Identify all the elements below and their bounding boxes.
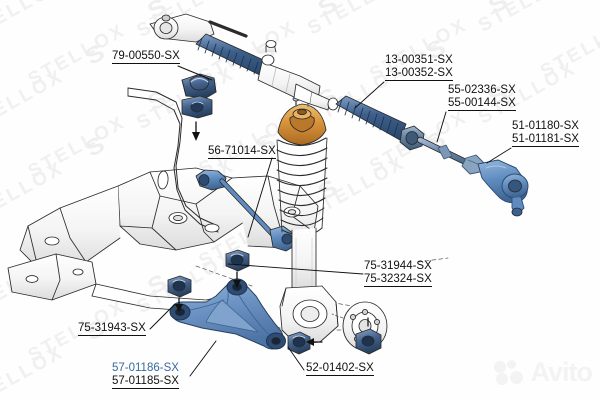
part-ball-joint bbox=[287, 317, 382, 355]
part-number-text: 51-01180-SX bbox=[512, 120, 579, 132]
part-number-text: 79-00550-SX bbox=[112, 50, 180, 64]
part-steering-rack bbox=[149, 13, 407, 141]
part-number-text: 57-01186-SX bbox=[112, 362, 179, 374]
part-tie-rod-axial bbox=[399, 125, 485, 175]
part-number-text: 75-32324-SX bbox=[364, 273, 432, 287]
label-52-01402: 52-01402-SX bbox=[306, 362, 374, 376]
part-number-text: 55-02336-SX bbox=[448, 84, 516, 96]
part-number-text: 57-01185-SX bbox=[112, 375, 179, 389]
label-leader-lines bbox=[149, 65, 512, 377]
part-number-text: 52-01402-SX bbox=[306, 362, 374, 376]
label-79-00550: 79-00550-SX bbox=[112, 50, 180, 64]
part-number-text: 75-31943-SX bbox=[78, 322, 146, 336]
label-56-71014: 56-71014-SX bbox=[208, 145, 276, 159]
part-control-arm bbox=[169, 278, 286, 350]
part-number-text: 55-00144-SX bbox=[448, 97, 516, 111]
part-number-text: 75-31944-SX bbox=[364, 260, 432, 272]
part-number-text: 13-00352-SX bbox=[385, 67, 453, 81]
part-stabilizer-bar bbox=[127, 87, 220, 233]
part-stabilizer-link bbox=[195, 169, 297, 252]
part-number-text: 56-71014-SX bbox=[208, 145, 276, 159]
part-tie-rod-end bbox=[477, 159, 529, 217]
part-control-arm-bushing-front bbox=[167, 275, 192, 312]
part-number-text: 51-01181-SX bbox=[512, 133, 579, 147]
label-75-31943: 75-31943-SX bbox=[78, 322, 146, 336]
part-control-arm-bushing-rear bbox=[225, 249, 250, 288]
part-stabilizer-bushing bbox=[181, 73, 217, 141]
part-number-text: 13-00351-SX bbox=[385, 54, 453, 66]
part-strut-spring bbox=[276, 96, 339, 345]
